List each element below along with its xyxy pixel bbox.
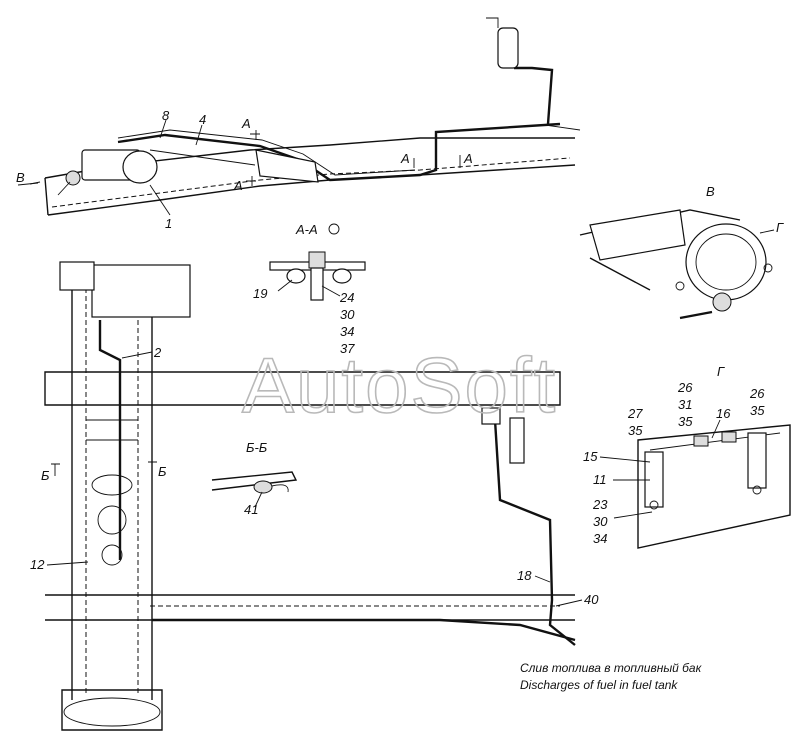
callout-11: 11 (593, 472, 607, 487)
view-g-title: Г (717, 364, 725, 379)
callout-34-aa: 34 (340, 324, 354, 339)
view-g-arrow-label: Г (776, 220, 784, 235)
callout-26-right: 26 (749, 386, 765, 401)
callout-26-left: 26 (677, 380, 693, 395)
section-a-mid-left: А (400, 151, 410, 166)
callout-27: 27 (627, 406, 643, 421)
view-bb-drawing (211, 471, 298, 494)
callout-2: 2 (153, 345, 162, 360)
section-a-top-mark (250, 130, 260, 140)
callout-1: 1 (165, 216, 172, 231)
section-b-left: Б (41, 468, 50, 483)
section-aa-rotate-icon (328, 223, 340, 235)
callout-15: 15 (583, 449, 598, 464)
callout-24: 24 (339, 290, 354, 305)
section-aa-drawing (269, 251, 366, 301)
section-b-left-mark (51, 463, 60, 476)
section-a-mid-right: А (463, 151, 473, 166)
view-v-title: В (706, 184, 715, 199)
callout-41: 41 (244, 502, 258, 517)
section-a-top: А (241, 116, 251, 131)
view-g-drawing (637, 424, 791, 549)
drain-note-ru: Слив топлива в топливный бак (520, 661, 703, 675)
plan-view-frame (44, 261, 576, 731)
callout-35-right: 35 (750, 403, 765, 418)
callout-35-mid: 35 (678, 414, 693, 429)
callout-18: 18 (517, 568, 532, 583)
callout-8: 8 (162, 108, 170, 123)
callout-35-left: 35 (628, 423, 643, 438)
callout-12: 12 (30, 557, 45, 572)
view-v-drawing (579, 209, 773, 320)
callout-19: 19 (253, 286, 267, 301)
callout-37: 37 (340, 341, 355, 356)
view-v-arrow (29, 181, 41, 185)
callout-4: 4 (199, 112, 206, 127)
section-aa-title: А-А (295, 222, 318, 237)
callout-23: 23 (592, 497, 608, 512)
watermark-text: AutoSoft (242, 341, 557, 429)
callout-34-g: 34 (593, 531, 607, 546)
callout-30-aa: 30 (340, 307, 355, 322)
side-view-frame (44, 17, 581, 216)
callout-30-g: 30 (593, 514, 608, 529)
section-a-bottom: А (233, 178, 243, 193)
view-v-arrow-label: В (16, 170, 25, 185)
drain-note-en: Discharges of fuel in fuel tank (520, 678, 678, 692)
section-a-bottom-mark (246, 176, 256, 186)
callout-31: 31 (678, 397, 692, 412)
leader-lines (17, 119, 775, 607)
section-bb-title: Б-Б (246, 440, 268, 455)
section-b-right-mark (148, 461, 157, 474)
callout-40: 40 (584, 592, 599, 607)
callout-16: 16 (716, 406, 731, 421)
section-b-right: Б (158, 464, 167, 479)
